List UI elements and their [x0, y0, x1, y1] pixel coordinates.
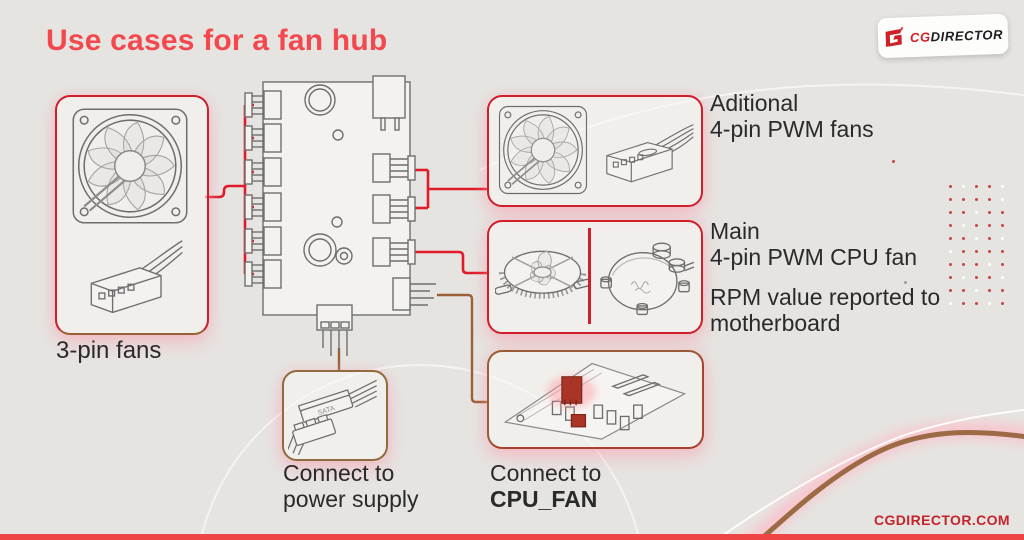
logo-director-text: DIRECTOR [930, 26, 1004, 44]
decor-dot [988, 263, 991, 266]
decor-dot [988, 224, 991, 227]
aio-pump-illustration [600, 242, 694, 316]
decor-dot [988, 289, 991, 292]
cpu-fan-connect-label: Connect to CPU_FAN [490, 460, 601, 512]
motherboard-illustration [503, 362, 687, 440]
decor-dot [962, 302, 965, 305]
decor-dot [949, 302, 952, 305]
decor-dot [975, 263, 978, 266]
decor-dot [1001, 185, 1004, 188]
decor-dot [975, 211, 978, 214]
decor-dot [892, 160, 895, 163]
decor-dot [975, 185, 978, 188]
cpu-fan-header-box [487, 350, 704, 449]
decor-dot [988, 250, 991, 253]
decor-dot [949, 224, 952, 227]
cpu-fan-line2: CPU_FAN [490, 486, 598, 512]
decor-dot [1001, 198, 1004, 201]
main-cpu-fan-box [487, 220, 703, 334]
decor-dot [988, 237, 991, 240]
cpu-air-cooler-illustration [495, 250, 590, 299]
decor-dot [962, 289, 965, 292]
additional-line2: 4-pin PWM fans [710, 116, 874, 142]
decor-dot [949, 250, 952, 253]
cgdirector-logo: CGDIRECTOR [877, 13, 1009, 59]
main-line2: 4-pin PWM CPU fan [710, 244, 918, 270]
decor-dot [962, 263, 965, 266]
power-supply-box: SATA [282, 370, 388, 461]
rpm-note-label: RPM value reported to motherboard [710, 284, 940, 336]
decor-dot [1001, 263, 1004, 266]
power-line2: power supply [283, 486, 419, 512]
rpm-line1: RPM value reported to [710, 284, 941, 310]
decor-dot [949, 263, 952, 266]
decor-dot [975, 276, 978, 279]
bottom-accent-bar [0, 534, 1024, 540]
decor-dot [949, 276, 952, 279]
decor-dot [962, 237, 965, 240]
power-supply-connect-label: Connect to power supply [283, 460, 419, 512]
decor-dot [949, 237, 952, 240]
decor-dot [988, 302, 991, 305]
three-pin-fans-box [55, 95, 209, 335]
pwm-connector-illustration [606, 124, 694, 183]
decor-dot [949, 211, 952, 214]
footer-site-text: CGDIRECTOR.COM [873, 512, 1010, 528]
decor-dot [988, 185, 991, 188]
additional-pwm-fans-label: Aditional 4-pin PWM fans [710, 90, 874, 142]
three-pin-connector-illustration [90, 240, 183, 314]
decor-dot [975, 289, 978, 292]
decor-dot [962, 185, 965, 188]
decor-dot [962, 198, 965, 201]
decor-dot [949, 198, 952, 201]
decor-dot [949, 185, 952, 188]
fan-hub-illustration [244, 75, 436, 356]
additional-pwm-fans-box [487, 95, 703, 207]
decor-dot [975, 198, 978, 201]
main-line1: Main [710, 218, 760, 244]
decor-dot [1001, 224, 1004, 227]
decor-dot [1001, 250, 1004, 253]
decor-dot [1001, 302, 1004, 305]
power-line1: Connect to [283, 460, 395, 486]
case-fan-illustration [72, 108, 188, 224]
decor-dot [1001, 276, 1004, 279]
main-cpu-fan-label: Main 4-pin PWM CPU fan [710, 218, 917, 270]
page-title: Use cases for a fan hub [46, 24, 388, 57]
decor-dot [988, 276, 991, 279]
decor-dot [975, 250, 978, 253]
decor-dot [1001, 237, 1004, 240]
cpu-fan-line1: Connect to [490, 460, 602, 486]
logo-wordmark: CGDIRECTOR [910, 26, 1004, 44]
decor-dot [1001, 289, 1004, 292]
three-pin-fans-label: 3-pin fans [56, 337, 162, 364]
decor-dot [962, 211, 965, 214]
decor-dot [975, 224, 978, 227]
sata-connector-illustration: SATA [288, 379, 377, 455]
decor-dot [904, 281, 907, 284]
decor-dot [962, 250, 965, 253]
decor-dot [962, 276, 965, 279]
rpm-line2: motherboard [710, 310, 841, 336]
pwm-fan-illustration [498, 105, 588, 195]
decor-dot [949, 289, 952, 292]
decor-dot [988, 211, 991, 214]
decor-dot [1001, 211, 1004, 214]
additional-line1: Aditional [710, 90, 799, 116]
cgdirector-g-icon [885, 27, 904, 47]
decor-dot [975, 237, 978, 240]
logo-cg-text: CG [909, 28, 931, 45]
decor-dot [975, 302, 978, 305]
decor-dot [988, 198, 991, 201]
box-divider [588, 228, 591, 324]
decor-dot [962, 224, 965, 227]
